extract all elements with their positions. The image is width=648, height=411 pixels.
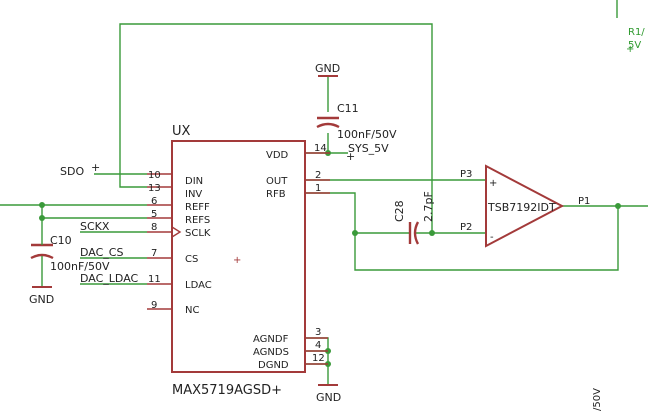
pin-number: 2: [315, 170, 321, 181]
opamp-minus-sign: -: [490, 232, 494, 243]
ic-origin-mark: +: [233, 255, 241, 266]
junction-out: [615, 203, 621, 209]
c10-gnd-label: GND: [29, 293, 54, 306]
pin-number: 13: [148, 183, 161, 194]
pin-number: 12: [312, 353, 325, 364]
opamp-pin-p2: P2: [460, 222, 472, 233]
pin-name-agndf: AGNDF: [253, 334, 289, 345]
capacitor-c28[interactable]: C28 2.7pF: [393, 191, 435, 245]
c28-ref: C28: [393, 200, 406, 222]
c11-value: 100nF/50V: [337, 128, 397, 141]
pin-number: 10: [148, 170, 161, 181]
c11-ref: C11: [337, 102, 359, 115]
c28-value: 2.7pF: [422, 191, 435, 222]
pin-name-out: OUT: [266, 176, 288, 187]
pin-number: 9: [151, 300, 157, 311]
clock-marker: [171, 226, 182, 238]
pin-name-nc: NC: [185, 305, 199, 316]
ic-ref-label: UX: [172, 124, 191, 139]
pin-name-dgnd: DGND: [258, 360, 289, 371]
net-mark-sdo: +: [91, 161, 100, 174]
pin-number: 7: [151, 248, 157, 259]
c11-gnd-label: GND: [315, 62, 340, 75]
net-label-sys5v: SYS_5V: [348, 142, 389, 155]
pin-number: 6: [151, 196, 157, 207]
net-labels: SDO + SCKX DAC_CS DAC_LDAC SYS_5V + GND: [60, 142, 389, 404]
junction-rfb: [352, 230, 358, 236]
pin-name-inv: INV: [185, 189, 202, 200]
ic-part-label: MAX5719AGSD+: [172, 383, 282, 398]
junction-c28: [429, 230, 435, 236]
pin-name-agnds: AGNDS: [253, 347, 289, 358]
pin-number: 1: [315, 183, 321, 194]
cap-plate-curved: [30, 253, 54, 260]
pin-name-vdd: VDD: [266, 150, 289, 161]
ic-body: [171, 140, 306, 373]
opamp-part-label: TSB7192IDT: [487, 201, 556, 214]
opamp-pin-p3: P3: [460, 169, 472, 180]
pin-number: 3: [315, 327, 321, 338]
cap-plate-curved: [316, 122, 340, 129]
pin-number: 5: [151, 209, 157, 220]
pin-number: 14: [314, 143, 327, 154]
junction-refs: [39, 215, 45, 221]
capacitor-c10[interactable]: C10 100nF/50V GND: [29, 234, 110, 306]
c10-value: 100nF/50V: [50, 260, 110, 273]
pin-number: 8: [151, 222, 157, 233]
opamp-pin-p1: P1: [578, 196, 590, 207]
net-mark-sys5v: +: [346, 150, 355, 163]
pin-name-sclk: SCLK: [185, 228, 211, 239]
pin-name-reff: REFF: [185, 202, 210, 213]
opamp-plus-sign: +: [489, 178, 497, 189]
junction-reff: [39, 202, 45, 208]
pin-number: 11: [148, 274, 161, 285]
pin-number: 4: [315, 340, 321, 351]
wire-rfb: [305, 192, 619, 271]
pin-name-din: DIN: [185, 176, 203, 187]
offpage-5v-label: 5V: [628, 40, 641, 51]
pin-name-refs: REFS: [185, 215, 210, 226]
offpage-labels: R1/ 5V + /50V: [592, 27, 645, 411]
opamp-tsb7192[interactable]: + - TSB7192IDT P3 P2 P1: [460, 164, 590, 248]
net-label-sckx: SCKX: [80, 220, 110, 233]
pin-name-rfb: RFB: [266, 189, 286, 200]
opamp-body: [485, 164, 565, 248]
ic-max5719[interactable]: UX MAX5719AGSD+ 10 DIN 13 INV 6 REFF 5 R…: [147, 124, 330, 398]
offpage-fifty-label: /50V: [592, 388, 603, 411]
pin-name-ldac: LDAC: [185, 280, 212, 291]
net-label-sdo: SDO: [60, 165, 84, 178]
net-label-dac-ldac: DAC_LDAC: [80, 272, 139, 285]
pin-name-cs: CS: [185, 254, 198, 265]
offpage-r1-label: R1/: [628, 27, 645, 38]
capacitor-c11[interactable]: GND C11 100nF/50V: [315, 62, 397, 141]
net-label-gnd-bottom: GND: [316, 391, 341, 404]
wire-inv-loop: [119, 23, 433, 233]
offpage-5v-mark: +: [626, 44, 634, 55]
c10-ref: C10: [50, 234, 72, 247]
cap-plate-curved: [413, 221, 420, 245]
net-label-dac-cs: DAC_CS: [80, 246, 123, 259]
